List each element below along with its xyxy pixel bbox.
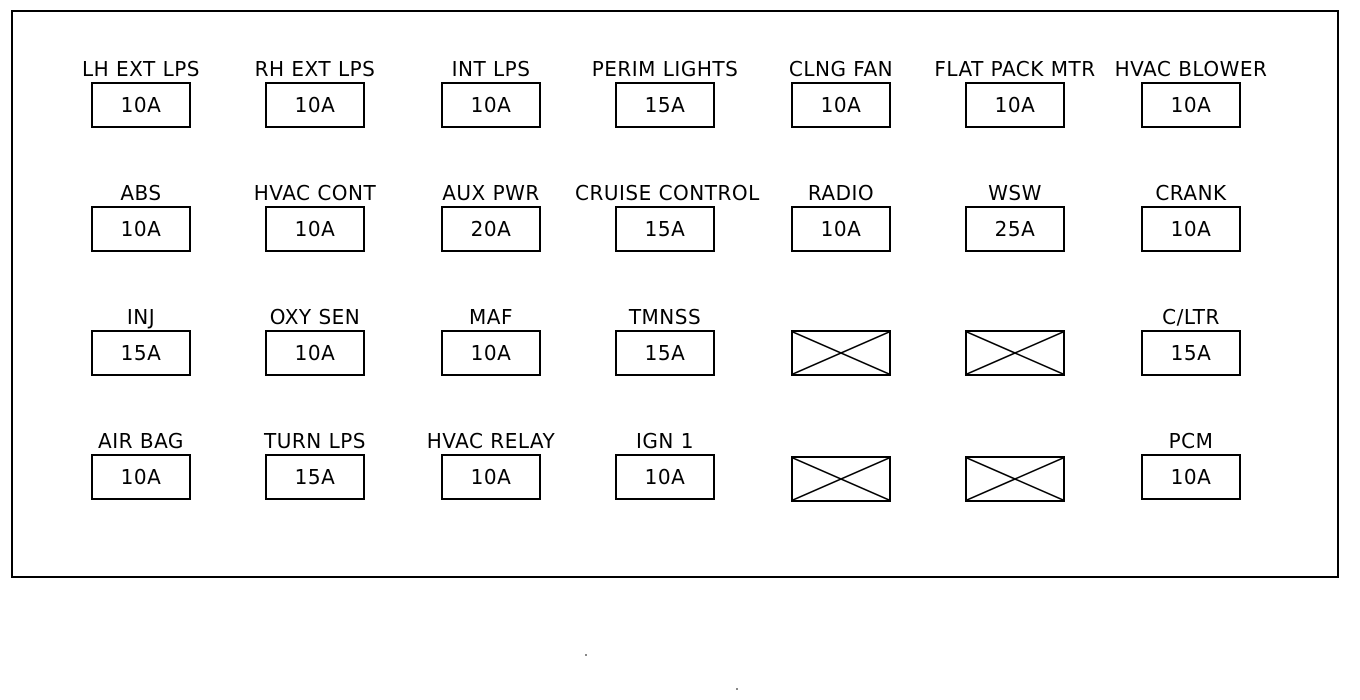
fuse-label: CLNG FAN [788,57,894,81]
fuse-label: HVAC RELAY [426,429,556,453]
fuse-label: INT LPS [451,57,531,81]
fuse-label: CRANK [1155,181,1227,205]
fuse-crank[interactable]: CRANK 10A [1101,182,1281,262]
fuse-label: TURN LPS [264,429,366,453]
fuse-rating: 15A [265,454,365,500]
fuse-oxy-sen[interactable]: OXY SEN 10A [225,306,405,386]
empty-fuse-slot [965,330,1065,376]
fuse-rating: 15A [615,82,715,128]
fuse-clng-fan[interactable]: CLNG FAN 10A [751,58,931,138]
fuse-label: INJ [126,305,156,329]
fuse-rating: 10A [265,206,365,252]
speck [736,688,738,690]
cross-icon [793,332,889,374]
fuse-label: IGN 1 [636,429,694,453]
fuse-air-bag[interactable]: AIR BAG 10A [51,430,231,510]
fuse-label: PCM [1168,429,1214,453]
fuse-hvac-cont[interactable]: HVAC CONT 10A [225,182,405,262]
fuse-rating: 20A [441,206,541,252]
fuse-rating: 10A [791,206,891,252]
fuse-rating: 10A [1141,206,1241,252]
fuse-maf[interactable]: MAF 10A [401,306,581,386]
empty-fuse-slot [791,456,891,502]
fuse-label: CRUISE CONTROL [575,181,760,205]
fuse-aux-pwr[interactable]: AUX PWR 20A [401,182,581,262]
fuse-pcm[interactable]: PCM 10A [1101,430,1281,510]
fuse-rating: 10A [265,330,365,376]
fuse-perim-lights[interactable]: PERIM LIGHTS 15A [575,58,755,138]
fuse-rating: 10A [441,454,541,500]
fuse-rating: 10A [791,82,891,128]
fuse-rating: 10A [91,454,191,500]
fuse-rating: 10A [91,82,191,128]
fuse-label: HVAC CONT [253,181,377,205]
fuse-lh-ext-lps[interactable]: LH EXT LPS 10A [51,58,231,138]
fuse-rating: 10A [441,330,541,376]
fuse-abs[interactable]: ABS 10A [51,182,231,262]
fuse-label: WSW [988,181,1042,205]
fuse-panel: LH EXT LPS 10A RH EXT LPS 10A INT LPS 10… [11,10,1339,578]
fuse-cruise-control[interactable]: CRUISE CONTROL 15A [575,181,760,262]
fuse-radio[interactable]: RADIO 10A [751,182,931,262]
cross-icon [967,332,1063,374]
fuse-label: MAF [469,305,513,329]
fuse-rating: 10A [265,82,365,128]
fuse-rating: 10A [441,82,541,128]
fuse-flat-pack-mtr[interactable]: FLAT PACK MTR 10A [925,58,1105,138]
fuse-tmnss[interactable]: TMNSS 15A [575,306,755,386]
fuse-label: TMNSS [628,305,702,329]
fuse-ign-1[interactable]: IGN 1 10A [575,430,755,510]
fuse-rating: 15A [91,330,191,376]
cross-icon [967,458,1063,500]
fuse-rating: 10A [615,454,715,500]
fuse-label: OXY SEN [269,305,361,329]
fuse-rating: 15A [1141,330,1241,376]
fuse-rating: 10A [91,206,191,252]
fuse-inj[interactable]: INJ 15A [51,306,231,386]
fuse-rating: 15A [615,206,715,252]
fuse-label: LH EXT LPS [82,57,200,81]
fuse-label: RADIO [807,181,875,205]
fuse-turn-lps[interactable]: TURN LPS 15A [225,430,405,510]
fuse-c-ltr[interactable]: C/LTR 15A [1101,306,1281,386]
fuse-rh-ext-lps[interactable]: RH EXT LPS 10A [225,58,405,138]
fuse-label: ABS [120,181,162,205]
speck [585,654,587,656]
fuse-label: PERIM LIGHTS [591,57,739,81]
fuse-rating: 10A [1141,82,1241,128]
fuse-hvac-relay[interactable]: HVAC RELAY 10A [401,430,581,510]
fuse-rating: 15A [615,330,715,376]
empty-fuse-slot [965,456,1065,502]
fuse-rating: 25A [965,206,1065,252]
fuse-rating: 10A [965,82,1065,128]
fuse-label: C/LTR [1162,305,1220,329]
fuse-label: AUX PWR [442,181,540,205]
fuse-label: FLAT PACK MTR [934,57,1096,81]
fuse-label: RH EXT LPS [254,57,376,81]
fuse-hvac-blower[interactable]: HVAC BLOWER 10A [1101,58,1281,138]
fuse-wsw[interactable]: WSW 25A [925,182,1105,262]
fuse-label: AIR BAG [98,429,184,453]
fuse-rating: 10A [1141,454,1241,500]
cross-icon [793,458,889,500]
empty-fuse-slot [791,330,891,376]
fuse-int-lps[interactable]: INT LPS 10A [401,58,581,138]
fuse-label: HVAC BLOWER [1114,57,1268,81]
